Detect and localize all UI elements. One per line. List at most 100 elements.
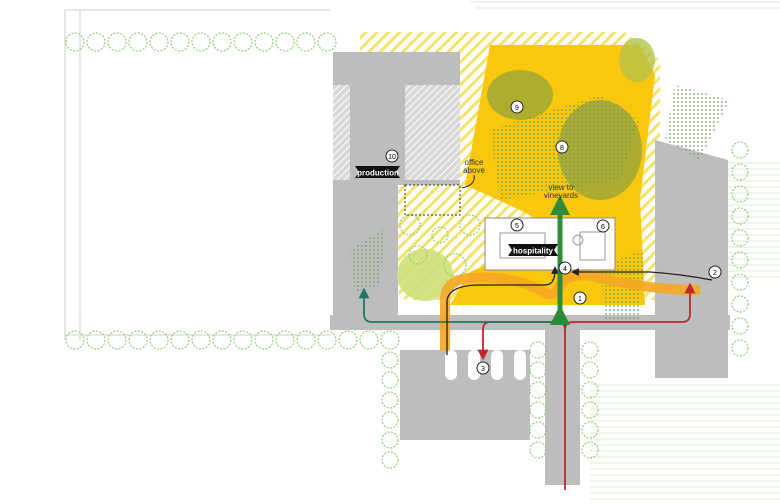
view-label-2: vineyards — [544, 191, 578, 200]
marker-number: 4 — [563, 266, 567, 273]
marker-8: 8 — [555, 140, 569, 154]
tree — [731, 229, 749, 247]
tree — [529, 381, 547, 399]
marker-circle — [476, 361, 490, 375]
tree — [107, 330, 127, 350]
tree — [581, 441, 599, 459]
tree — [529, 441, 547, 459]
tree — [65, 330, 85, 350]
tree — [529, 361, 547, 379]
tree — [529, 341, 547, 359]
tree — [731, 273, 749, 291]
tree — [581, 361, 599, 379]
marker-circle — [510, 218, 524, 232]
tree — [275, 32, 295, 52]
marker-circle — [708, 265, 722, 279]
tree — [275, 330, 295, 350]
tree — [581, 381, 599, 399]
tree — [170, 330, 190, 350]
tree — [254, 330, 274, 350]
tree — [317, 330, 337, 350]
tree — [317, 32, 337, 52]
marker-number: 5 — [515, 223, 519, 230]
tree — [408, 245, 428, 265]
tree — [212, 330, 232, 350]
tree — [149, 330, 169, 350]
tree — [381, 431, 399, 449]
production-hatch-left — [333, 85, 350, 180]
number-markers: 1 2 3 4 5 6 8 9 10 — [385, 100, 722, 375]
office-above-label-2: above — [463, 166, 485, 175]
tree — [443, 253, 467, 277]
tree — [381, 411, 399, 429]
tree — [581, 401, 599, 419]
vegetation — [350, 38, 730, 325]
production-text: production — [357, 169, 399, 178]
marker-circle — [510, 100, 524, 114]
tree — [381, 371, 399, 389]
marker-2: 2 — [708, 265, 722, 279]
parking-islands — [445, 350, 526, 380]
hospitality-label: hospitality — [508, 244, 558, 256]
tree — [731, 339, 749, 357]
tree — [381, 451, 399, 469]
tree — [731, 207, 749, 225]
marker-1: 1 — [573, 291, 587, 305]
marker-number: 6 — [601, 224, 605, 231]
tree — [128, 330, 148, 350]
tree — [254, 32, 274, 52]
tree — [191, 330, 211, 350]
marker-circle — [555, 140, 569, 154]
tree — [149, 32, 169, 52]
tree — [431, 226, 449, 244]
tree — [86, 330, 106, 350]
office-above-outline — [404, 184, 461, 216]
production-label: production — [355, 166, 400, 178]
production-hatch-right — [405, 85, 460, 180]
tree — [380, 330, 400, 350]
red-circulation-arrow-right — [564, 282, 696, 331]
tree — [731, 141, 749, 159]
tree — [731, 251, 749, 269]
teal-circulation-arrow — [358, 287, 560, 323]
tree — [233, 32, 253, 52]
marker-6: 6 — [596, 219, 610, 233]
tree — [731, 295, 749, 313]
tree — [581, 421, 599, 439]
tree — [170, 32, 190, 52]
marker-number: 9 — [515, 105, 519, 112]
black-path-arrow-right — [571, 268, 713, 281]
marker-number: 8 — [560, 145, 564, 152]
hospitality-text: hospitality — [513, 247, 554, 256]
marker-4: 4 — [558, 261, 572, 275]
marker-5: 5 — [510, 218, 524, 232]
tree — [233, 330, 253, 350]
tree — [581, 341, 599, 359]
view-label: view to — [549, 183, 574, 192]
tree — [399, 214, 421, 236]
marker-10: 10 — [385, 149, 399, 163]
tree — [338, 330, 358, 350]
tree — [381, 391, 399, 409]
tree — [359, 330, 379, 350]
marker-number: 2 — [713, 270, 717, 277]
marker-circle — [573, 291, 587, 305]
tree — [381, 351, 399, 369]
tree — [212, 32, 232, 52]
tree — [731, 185, 749, 203]
marker-circle — [596, 219, 610, 233]
tree — [731, 163, 749, 181]
property-lines — [64, 9, 330, 340]
tree — [191, 32, 211, 52]
marker-number: 10 — [388, 154, 396, 161]
office-leader-line — [461, 174, 475, 189]
tree-rows — [65, 32, 749, 469]
tree — [296, 32, 316, 52]
tree — [86, 32, 106, 52]
marker-circle — [558, 261, 572, 275]
marker-circle — [385, 149, 399, 163]
marker-number: 3 — [481, 366, 485, 373]
tree — [65, 32, 85, 52]
